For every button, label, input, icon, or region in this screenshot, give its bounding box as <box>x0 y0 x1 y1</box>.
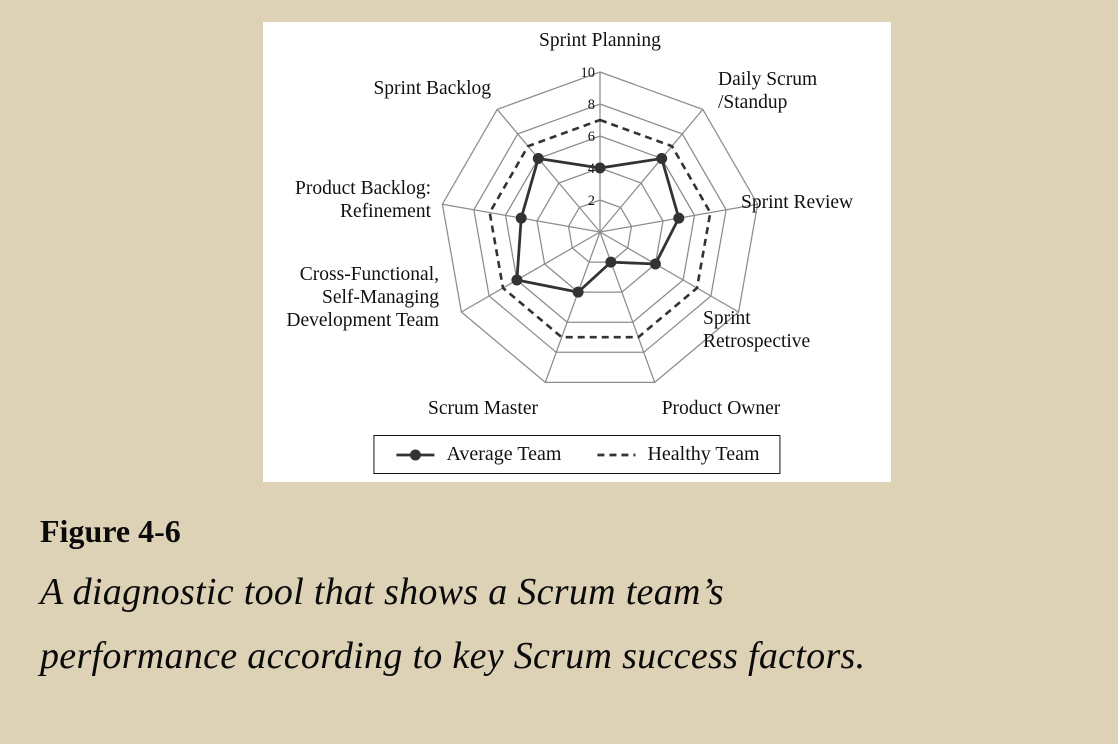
radar-point <box>673 212 685 224</box>
radar-point <box>532 153 544 164</box>
caption-line-2: performance according to key Scrum succe… <box>40 635 866 677</box>
radar-axis-label: Sprint Review <box>741 192 853 213</box>
radar-tick-label: 6 <box>588 129 595 145</box>
radar-axis-label: Retrospective <box>703 331 810 352</box>
radar-point <box>511 274 523 286</box>
radar-axis-label: Product Backlog: <box>295 178 431 199</box>
radar-axis-label: /Standup <box>718 92 787 113</box>
radar-point <box>572 286 584 298</box>
radar-tick-label: 4 <box>588 161 596 177</box>
figure-caption: Figure 4-6 A diagnostic tool that shows … <box>40 513 865 678</box>
legend-item-average-team: Average Team <box>394 443 561 466</box>
legend-label-healthy-team: Healthy Team <box>647 443 760 465</box>
radar-axis-spoke <box>599 108 704 233</box>
radar-axis-label: Sprint Backlog <box>373 78 491 99</box>
radar-axis-label: Sprint Planning <box>539 30 661 51</box>
caption-line-1: A diagnostic tool that shows a Scrum tea… <box>40 571 724 613</box>
radar-point <box>649 258 661 270</box>
radar-grid-ring-8 <box>473 103 727 353</box>
radar-tick-label: 8 <box>588 97 595 113</box>
radar-point <box>594 162 606 174</box>
radar-point <box>515 212 527 224</box>
radar-series-healthy-team <box>488 118 712 339</box>
radar-tick-label: 10 <box>581 65 596 81</box>
legend-item-healthy-team: Healthy Team <box>595 443 760 466</box>
radar-axis-spoke <box>461 231 601 313</box>
radar-axis-label: Development Team <box>286 310 439 331</box>
radar-series-average-team <box>515 157 681 294</box>
radar-point <box>656 153 668 164</box>
radar-axis-label: Daily Scrum <box>718 69 817 90</box>
radar-axis-spoke <box>599 231 739 313</box>
radar-grid-ring-10 <box>441 71 759 384</box>
radar-axis-label: Cross-Functional, <box>300 264 439 285</box>
radar-tick-label: 2 <box>588 193 595 209</box>
radar-axis-label: Self-Managing <box>322 287 439 308</box>
radar-axis-spoke <box>496 108 601 233</box>
legend-label-average-team: Average Team <box>446 443 562 465</box>
figure-label: Figure 4-6 <box>40 513 181 549</box>
radar-grid-ring-4 <box>536 167 664 293</box>
chart-legend: Average Team Healthy Team <box>373 435 781 474</box>
radar-grid-ring-6 <box>504 135 696 323</box>
healthy-team-line-icon <box>597 453 636 456</box>
radar-axis-spoke <box>544 231 601 383</box>
radar-axis-label: Sprint <box>703 308 751 329</box>
radar-axis-label: Refinement <box>340 201 432 222</box>
average-team-line-icon <box>396 449 435 460</box>
radar-point <box>605 256 617 268</box>
radar-axis-label: Scrum Master <box>428 398 538 419</box>
radar-grid-ring-2 <box>567 199 633 263</box>
radar-axis-spoke <box>599 231 656 383</box>
radar-axis-label: Product Owner <box>662 398 781 419</box>
